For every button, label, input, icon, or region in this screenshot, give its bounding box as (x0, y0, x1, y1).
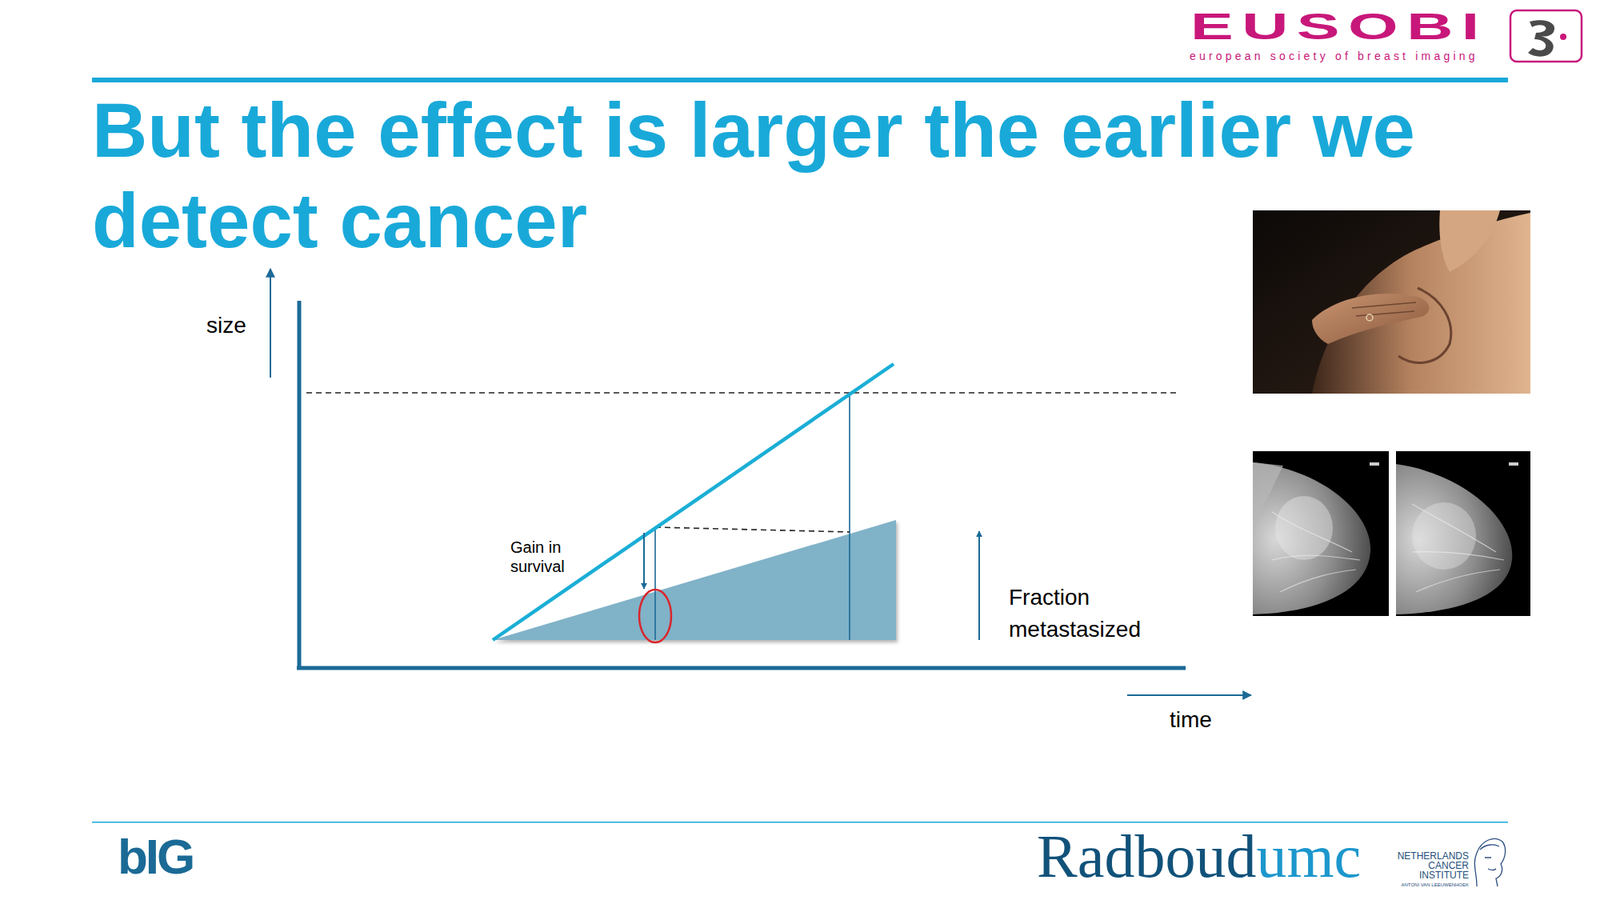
photo-ground (1252, 210, 1531, 394)
axis-label: size (206, 312, 247, 340)
hospital-logo: umc (1256, 824, 1361, 888)
emblem-detail (1480, 844, 1500, 871)
marker-tick (1369, 462, 1380, 466)
mammogram-ground (1396, 451, 1531, 616)
breast-outline (1396, 464, 1512, 615)
tissue-strands (1412, 504, 1504, 592)
self-exam-photo (1252, 210, 1531, 394)
late-detection-marker (848, 392, 851, 640)
institute-logo: NETHERLANDS CANCER INSTITUTE (1388, 851, 1469, 880)
emblem-profile (1474, 838, 1505, 887)
torso (1312, 212, 1531, 394)
breast-outline (1252, 462, 1371, 615)
annotation-label: Gain in survival (510, 537, 588, 576)
time-arrow (1127, 694, 1252, 696)
early-detection-marker (654, 527, 656, 640)
mammogram-ground (1252, 451, 1389, 616)
annotation-label: Fraction metastasized (1008, 581, 1169, 646)
society-name: european society of breast imaging (1189, 49, 1479, 63)
detection-threshold (306, 392, 1177, 394)
tissue-strands (1272, 512, 1360, 592)
mammogram-right (1396, 451, 1531, 616)
axis-label: time (1169, 706, 1212, 734)
size-arrow (269, 268, 272, 378)
dense-tissue (1275, 496, 1333, 560)
institute-subtitle: ANTONI VAN LEEUWENHOEK (1388, 882, 1469, 888)
ring (1366, 314, 1373, 321)
x-axis (296, 666, 1186, 671)
metastasis-area (492, 520, 896, 640)
mammogram-left (1252, 451, 1389, 616)
hand (1312, 293, 1429, 344)
fraction-arrow (978, 531, 980, 640)
group-logo: bIG (117, 828, 193, 885)
logo-frame (1510, 10, 1582, 62)
logo-mark (1528, 20, 1555, 56)
slide-title: But the effect is larger the earlier we … (92, 84, 1516, 266)
footer-rule (92, 821, 1508, 824)
fingers (1352, 302, 1416, 316)
society-logo: EUSOBI (1190, 8, 1488, 45)
dense-tissue (1412, 502, 1476, 570)
logo-dot (1560, 33, 1567, 40)
size-level-line (655, 527, 850, 532)
institute-emblem (1474, 838, 1505, 887)
marker-tick (1508, 462, 1519, 466)
hospital-logo: Radboud (1036, 824, 1256, 888)
y-axis (297, 300, 302, 670)
highlight-ellipse (639, 589, 672, 643)
tumour-growth-line (492, 364, 894, 640)
gain-arrow (643, 532, 645, 589)
header-rule (92, 77, 1508, 83)
raised-arm (1439, 210, 1500, 272)
